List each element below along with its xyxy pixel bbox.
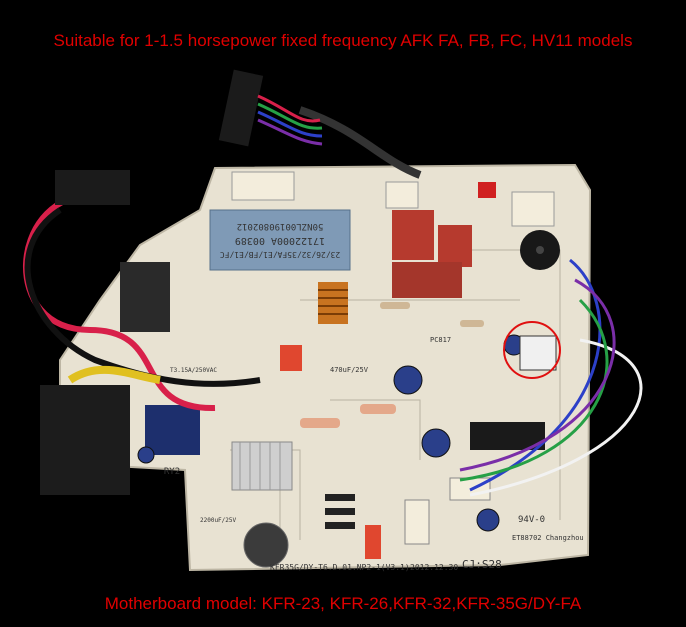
94v-label: 94V-0 xyxy=(518,515,545,525)
capacitor-small-1 xyxy=(476,508,500,532)
connector-bottom xyxy=(404,499,430,545)
capacitor-large xyxy=(243,522,289,568)
fuse-label: T3.15A/250VAC xyxy=(170,367,217,374)
power-module xyxy=(120,262,170,332)
green-wire xyxy=(459,298,609,482)
ic-small xyxy=(519,335,557,371)
yellow-cable xyxy=(67,365,161,384)
coil-windings xyxy=(318,289,348,315)
relay-1 xyxy=(392,210,434,260)
capacitor-right xyxy=(421,428,451,458)
blue-wire xyxy=(469,258,602,492)
coil-inductor xyxy=(318,282,348,324)
plug-top-left xyxy=(55,170,130,205)
connector-top-mid xyxy=(385,181,419,209)
ribbon-wires xyxy=(257,94,323,146)
board-date-label: 2012.12.30 xyxy=(410,563,458,572)
board-model-label: KFR35G/DY-T6.D.01.NP2-1(V3.1) xyxy=(270,563,410,572)
resistor-1 xyxy=(300,418,340,428)
cap-label: 470uF/25V xyxy=(330,366,369,374)
relay-3 xyxy=(392,262,462,298)
heat-sink-fins xyxy=(239,442,281,490)
bottom-caption: Motherboard model: KFR-23, KFR-26,KFR-32… xyxy=(104,594,582,613)
terminal-block xyxy=(40,385,130,495)
black-cable xyxy=(24,207,261,387)
diode-row xyxy=(325,494,355,529)
purple-wire xyxy=(459,278,616,472)
connector-top-left xyxy=(231,171,295,201)
heat-sink xyxy=(231,441,293,491)
ic-label: PC817 xyxy=(430,336,451,344)
relay-label: RY2 xyxy=(164,467,180,477)
resistor-3 xyxy=(460,320,484,327)
annotation-circle xyxy=(503,321,561,379)
push-button xyxy=(478,182,496,198)
capacitor-small-3 xyxy=(137,446,155,464)
relay-2 xyxy=(438,225,472,267)
buzzer-hole xyxy=(536,246,544,254)
sticker-text-3: 50NZL00190802012 xyxy=(237,221,324,231)
connector-top-right xyxy=(511,191,555,227)
wire-bundle xyxy=(298,106,422,179)
resistor-4 xyxy=(380,302,410,309)
red-cable xyxy=(23,192,216,412)
white-wire xyxy=(469,338,643,497)
resistor-2 xyxy=(360,404,396,414)
relay-blue xyxy=(145,405,200,455)
capacitor-mid xyxy=(393,365,423,395)
sticker-text-1: 23/26/32/35FA/E1/FB/E1/FC xyxy=(220,250,341,259)
sticker-text-2: 17122000A 00389 xyxy=(235,235,325,246)
transformer-sticker xyxy=(209,209,351,271)
board-code-label: CJ:S28 xyxy=(462,558,502,571)
chip-label: ET88702 Changzhou xyxy=(512,534,584,542)
plug-top xyxy=(218,69,264,147)
top-caption: Suitable for 1-1.5 horsepower fixed freq… xyxy=(53,31,633,50)
cap-label-2: 2200uF/25V xyxy=(200,517,237,524)
red-connector-1 xyxy=(280,345,302,371)
red-connector-2 xyxy=(365,525,381,559)
